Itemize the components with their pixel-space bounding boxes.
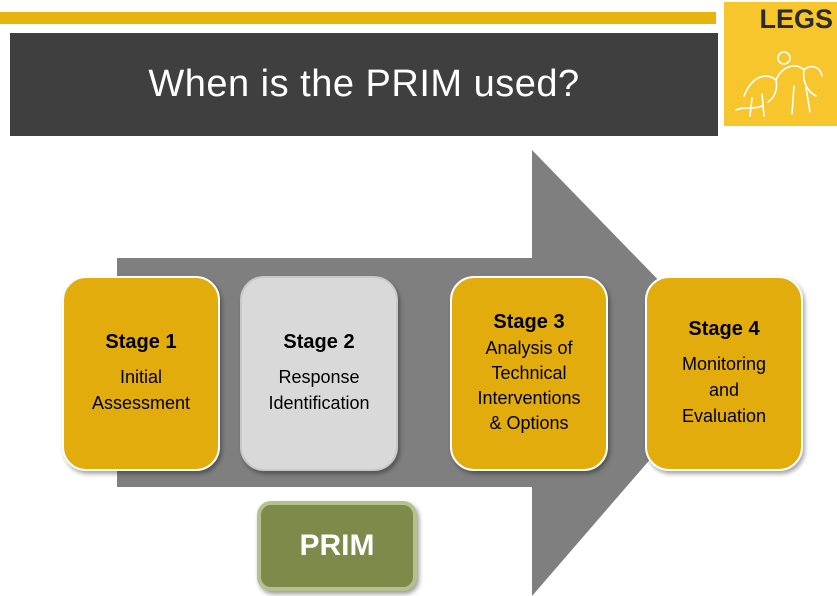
- stage-4-description: Monitoring and Evaluation: [682, 351, 766, 429]
- page-title: When is the PRIM used?: [148, 63, 580, 105]
- stage-1-title: Stage 1: [105, 331, 177, 353]
- stage-1-desc-text: Initial Assessment: [91, 367, 191, 413]
- stage-1-box: Stage 1 Initial Assessment: [62, 276, 220, 471]
- stage-2-description: Response Identification: [268, 364, 369, 416]
- title-band: When is the PRIM used?: [10, 33, 718, 136]
- stage-4-title: Stage 4: [688, 318, 760, 340]
- stage-1-description: Initial Assessment: [92, 364, 190, 416]
- stage-3-box: Stage 3 Analysis of Technical Interventi…: [450, 276, 608, 471]
- prim-badge: PRIM: [257, 501, 417, 591]
- legs-logo: LEGS: [724, 2, 837, 126]
- stage-2-desc-text: Response Identification: [268, 367, 370, 413]
- stage-3-desc-text: Analysis of Technical Interventions & Op…: [477, 338, 581, 433]
- livestock-icon: [735, 51, 823, 117]
- stage-3-description: Analysis of Technical Interventions & Op…: [477, 336, 580, 436]
- stage-2-title: Stage 2: [283, 331, 355, 353]
- stage-2-box: Stage 2 Response Identification: [240, 276, 398, 471]
- accent-bar: [0, 12, 716, 24]
- logo-text: LEGS: [759, 4, 833, 34]
- stage-4-box: Stage 4 Monitoring and Evaluation: [645, 276, 803, 471]
- stage-4-desc-text: Monitoring and Evaluation: [681, 354, 767, 426]
- stage-3-title: Stage 3: [493, 311, 565, 333]
